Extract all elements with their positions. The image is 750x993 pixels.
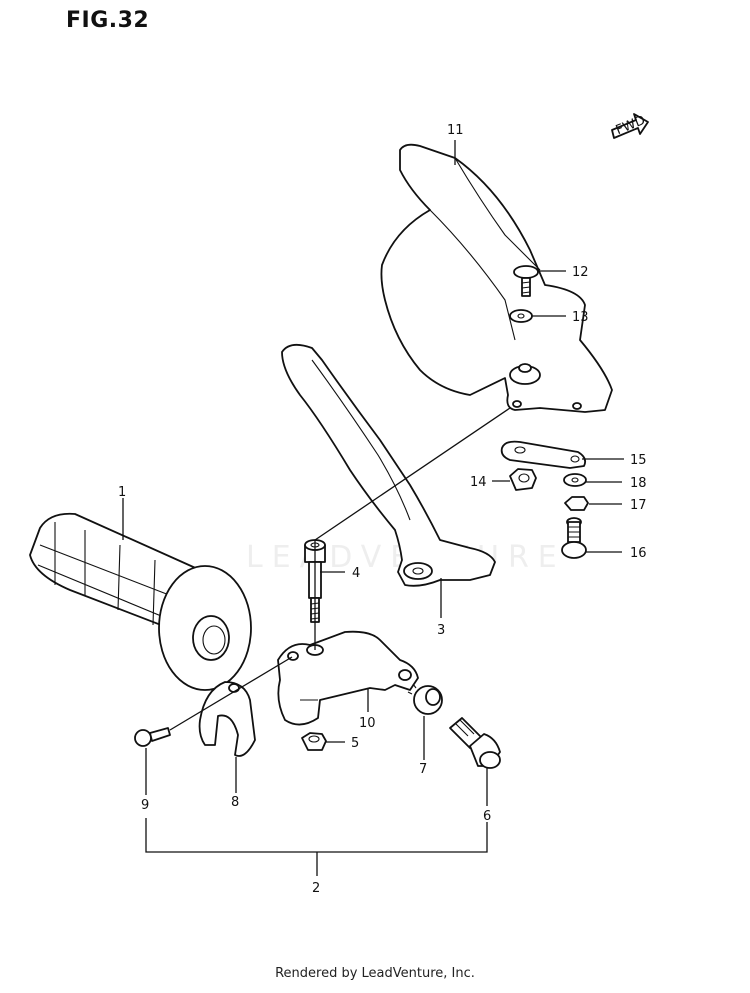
leader-bolt-4-to-guard [314,407,511,541]
callout-9: 9 [141,798,149,813]
adjuster-bolt-6-part [449,717,501,769]
callout-5: 5 [351,736,359,751]
fwd-arrow-icon: FWD [611,113,649,139]
screw-12-part [513,265,539,297]
callout-6: 6 [483,809,491,824]
adjuster-7-part [407,683,443,715]
callout-15: 15 [630,453,647,468]
callout-12: 12 [572,265,589,280]
figure-title: FIG.32 [66,8,150,33]
callout-7: 7 [419,762,427,777]
callout-11: 11 [447,123,464,138]
callout-8: 8 [231,795,239,810]
assembly-bracket-2 [145,818,488,853]
callout-16: 16 [630,546,647,561]
callout-10: 10 [359,716,376,731]
lever-holder-part [277,630,419,726]
plate-15-part [500,440,587,469]
callout-3: 3 [437,623,445,638]
washer-13-part [509,309,533,323]
nut-17-part [564,496,589,511]
callout-14: 14 [470,475,487,490]
nut-5-part [301,732,327,751]
callout-13: 13 [572,310,589,325]
grip-part [29,512,252,691]
callout-4: 4 [352,566,360,581]
screw-9-part [134,727,171,747]
fwd-arrow-label: FWD [614,113,648,138]
washer-18-part [563,473,587,487]
clamp-8-part [198,681,256,757]
leader-screw-9-to-holder [169,656,293,731]
callout-2: 2 [312,881,320,896]
callout-17: 17 [630,498,647,513]
bolt-16-part [561,517,587,559]
nut-14-part [509,468,537,491]
footer-credit: Rendered by LeadVenture, Inc. [275,966,475,981]
callout-1: 1 [118,485,126,500]
hand-guard-part [380,143,613,413]
clutch-lever-part [281,343,496,587]
callout-18: 18 [630,476,647,491]
